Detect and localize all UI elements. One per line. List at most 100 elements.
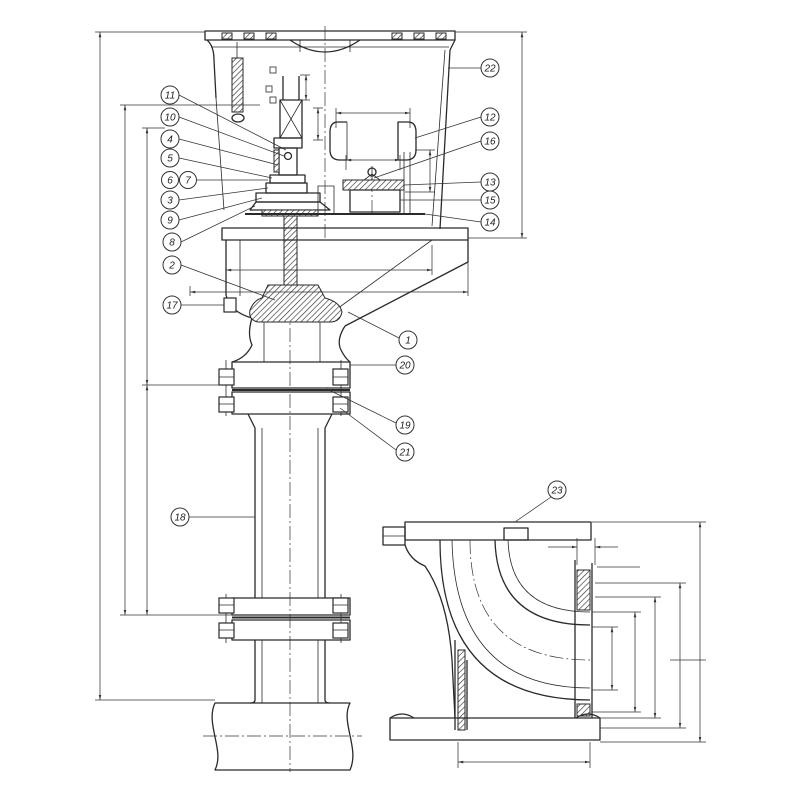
- extension-lines: [592, 521, 706, 743]
- lever-eye: [231, 113, 245, 123]
- mark-square: [265, 85, 273, 93]
- callout-circle: [395, 355, 415, 375]
- callout-19: 19: [395, 415, 415, 435]
- leader-16: [373, 140, 482, 179]
- callout-label: 9: [167, 216, 173, 227]
- callout-circle: [160, 148, 180, 168]
- callout-4: 4: [160, 129, 180, 149]
- callout-22: 22: [480, 58, 500, 78]
- leader-19: [326, 388, 397, 424]
- callout-label: 14: [484, 218, 496, 229]
- bend-top-flange: [404, 521, 592, 541]
- housing-left-wall-lower: [215, 97, 225, 211]
- bend-centerline: [469, 539, 591, 661]
- nut: [332, 622, 349, 639]
- drain-plug-17: [223, 297, 237, 313]
- head-housing: [204, 30, 456, 230]
- callout-18: 18: [170, 507, 190, 527]
- callout-label: 4: [167, 135, 173, 146]
- callout-circle: [398, 330, 418, 350]
- leader-8: [180, 205, 256, 243]
- body-right-wall-outer: [344, 240, 469, 327]
- leader-12: [414, 116, 482, 139]
- leader-11: [178, 94, 287, 151]
- thrust-collar-6: [269, 174, 306, 184]
- callout-21: 21: [395, 442, 415, 462]
- leader-3: [178, 187, 269, 201]
- valve-body-15: [349, 189, 401, 213]
- callout-label: 6: [167, 176, 173, 187]
- body-neck-bore: [263, 322, 321, 362]
- bend-intrados-inner: [507, 539, 591, 613]
- claw-left: [329, 121, 347, 161]
- callout-circle: [480, 190, 500, 210]
- bolt-slot: [413, 32, 425, 40]
- callout-15: 15: [480, 190, 500, 210]
- housing-right-wall-inner: [431, 49, 446, 227]
- lower-stem: [283, 215, 298, 287]
- main-pipe: [211, 640, 354, 771]
- stub-pipe-bore: [261, 640, 319, 703]
- leader-1: [347, 311, 400, 339]
- extension-lines: [189, 245, 469, 296]
- callout-label: 2: [168, 261, 175, 272]
- callout-11: 11: [160, 85, 180, 105]
- upper-flange-joint: [218, 360, 351, 416]
- body-top-flange: [221, 227, 469, 241]
- bolt-head: [218, 597, 235, 614]
- callout-label: 10: [164, 113, 176, 124]
- callout-circle: [480, 212, 500, 232]
- callout-circle: [160, 85, 180, 105]
- callout-23: 23: [547, 480, 567, 500]
- outlet-flange-section: [576, 703, 591, 717]
- bend-boss: [503, 527, 529, 541]
- riser-pipe-outer: [247, 413, 333, 598]
- callout-circle: [480, 131, 500, 151]
- callout-label: 12: [484, 113, 496, 124]
- callout-label: 16: [484, 137, 496, 148]
- bolt-head: [332, 597, 349, 614]
- leader-13: [403, 181, 482, 186]
- callout-label: 3: [167, 196, 173, 207]
- leader-5: [178, 157, 273, 179]
- callout-3: 3: [160, 190, 180, 210]
- gland-10: [273, 137, 303, 149]
- callout-label: 21: [398, 448, 410, 459]
- extension-lines: [457, 742, 591, 768]
- riser-bottom-flange: [231, 597, 351, 616]
- valve-plug-2: [249, 284, 343, 323]
- valve-seat: [363, 173, 381, 181]
- callout-12: 12: [480, 107, 500, 127]
- riser-pipe-bore: [261, 428, 319, 598]
- callout-circle: [547, 480, 567, 500]
- callout-circle: [160, 190, 180, 210]
- bolt-slot: [265, 32, 277, 40]
- extension-lines: [95, 31, 260, 701]
- nut-21: [218, 396, 235, 413]
- extension-lines: [300, 74, 435, 193]
- body-right-wall-inner: [329, 239, 433, 315]
- leader-9: [178, 197, 263, 221]
- outlet-flange-section: [576, 569, 591, 611]
- side-boss: [317, 185, 335, 215]
- bend-extrados-inner: [451, 539, 591, 689]
- callout-14: 14: [480, 212, 500, 232]
- lower-flange-joint: [218, 594, 351, 643]
- top-dome: [289, 39, 361, 53]
- callout-label: 18: [174, 513, 186, 524]
- leader-4: [178, 138, 279, 166]
- callout-circle: [162, 295, 182, 315]
- body-neck-right: [338, 325, 351, 363]
- callout-label: 22: [483, 64, 496, 75]
- bend-extrados-outer: [439, 539, 591, 701]
- upper-stem: [282, 76, 300, 100]
- bend-left-wall: [404, 544, 456, 719]
- callout-label: 13: [484, 178, 496, 189]
- callout-circle: [395, 442, 415, 462]
- mark-square: [269, 96, 277, 104]
- bend-feet: [389, 713, 601, 719]
- bend-intrados-outer: [494, 539, 591, 626]
- bolt-slot: [391, 32, 403, 40]
- callout-7: 7: [179, 171, 197, 189]
- callout-5: 5: [160, 148, 180, 168]
